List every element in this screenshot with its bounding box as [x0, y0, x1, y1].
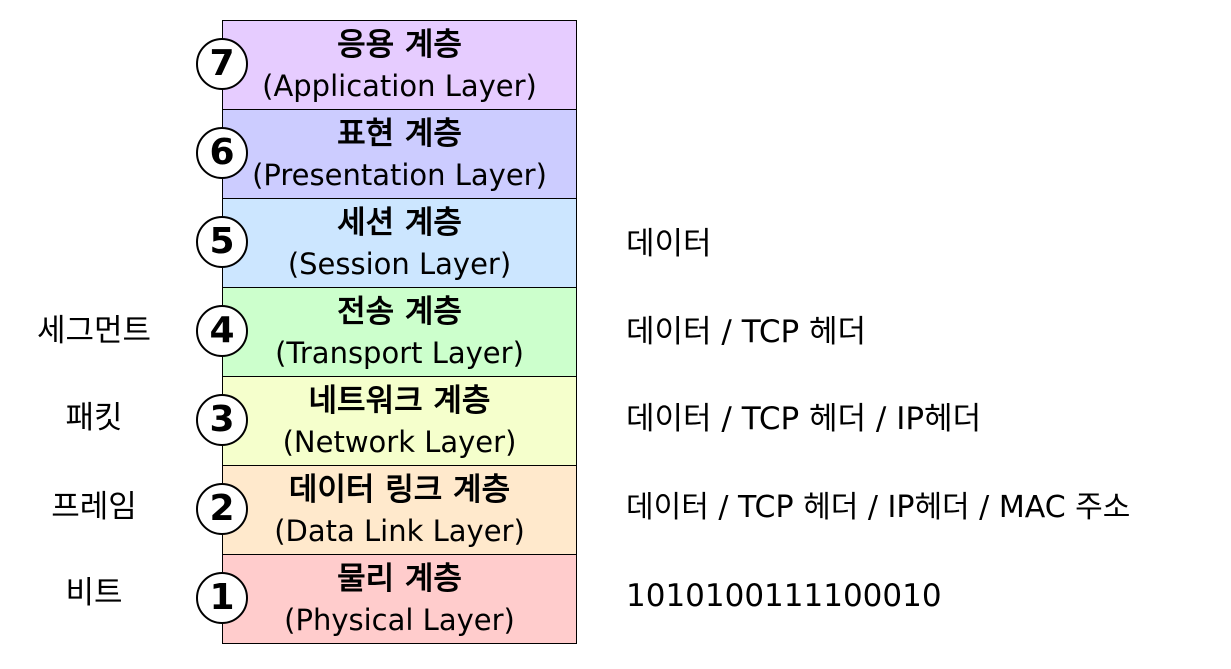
layer-data-link: 데이터 링크 계층 (Data Link Layer): [222, 465, 577, 555]
layer-number-badge: 6: [196, 127, 248, 179]
pdu-label-frame: 프레임: [51, 489, 137, 525]
layer-name-ko: 세션 계층: [337, 205, 462, 241]
pdu-label-segment: 세그먼트: [36, 313, 152, 349]
layer-physical: 물리 계층 (Physical Layer): [222, 554, 577, 644]
encapsulation-physical: 1010100111100010: [626, 578, 942, 614]
layer-presentation: 표현 계층 (Presentation Layer): [222, 109, 577, 199]
pdu-label-bit: 비트: [65, 575, 123, 611]
layer-number-badge: 2: [196, 483, 248, 535]
layer-number-badge: 4: [196, 305, 248, 357]
layer-number-badge: 7: [196, 38, 248, 90]
encapsulation-session: 데이터: [626, 226, 712, 262]
layer-name-en: (Session Layer): [287, 247, 512, 281]
layer-number-badge: 3: [196, 394, 248, 446]
encapsulation-transport: 데이터 / TCP 헤더: [626, 314, 867, 350]
layer-number-badge: 1: [196, 572, 248, 624]
layer-transport: 전송 계층 (Transport Layer): [222, 287, 577, 377]
layer-session: 세션 계층 (Session Layer): [222, 198, 577, 288]
layer-name-ko: 응용 계층: [337, 27, 462, 63]
layer-name-en: (Physical Layer): [284, 603, 515, 637]
layer-number-badge: 5: [196, 216, 248, 268]
layer-name-ko: 네트워크 계층: [308, 383, 491, 419]
layer-name-ko: 데이터 링크 계층: [288, 472, 511, 508]
layer-name-en: (Application Layer): [262, 69, 537, 103]
layer-name-ko: 물리 계층: [337, 561, 462, 597]
layer-name-en: (Network Layer): [282, 425, 517, 459]
layer-name-en: (Transport Layer): [275, 336, 524, 370]
layer-name-en: (Data Link Layer): [274, 514, 525, 548]
pdu-label-packet: 패킷: [65, 400, 123, 436]
layer-name-ko: 전송 계층: [337, 294, 462, 330]
layer-network: 네트워크 계층 (Network Layer): [222, 376, 577, 466]
layer-application: 응용 계층 (Application Layer): [222, 20, 577, 110]
layer-name-en: (Presentation Layer): [252, 158, 547, 192]
encapsulation-datalink: 데이터 / TCP 헤더 / IP헤더 / MAC 주소: [626, 490, 1131, 525]
encapsulation-network: 데이터 / TCP 헤더 / IP헤더: [626, 401, 982, 437]
layer-name-ko: 표현 계층: [337, 116, 462, 152]
